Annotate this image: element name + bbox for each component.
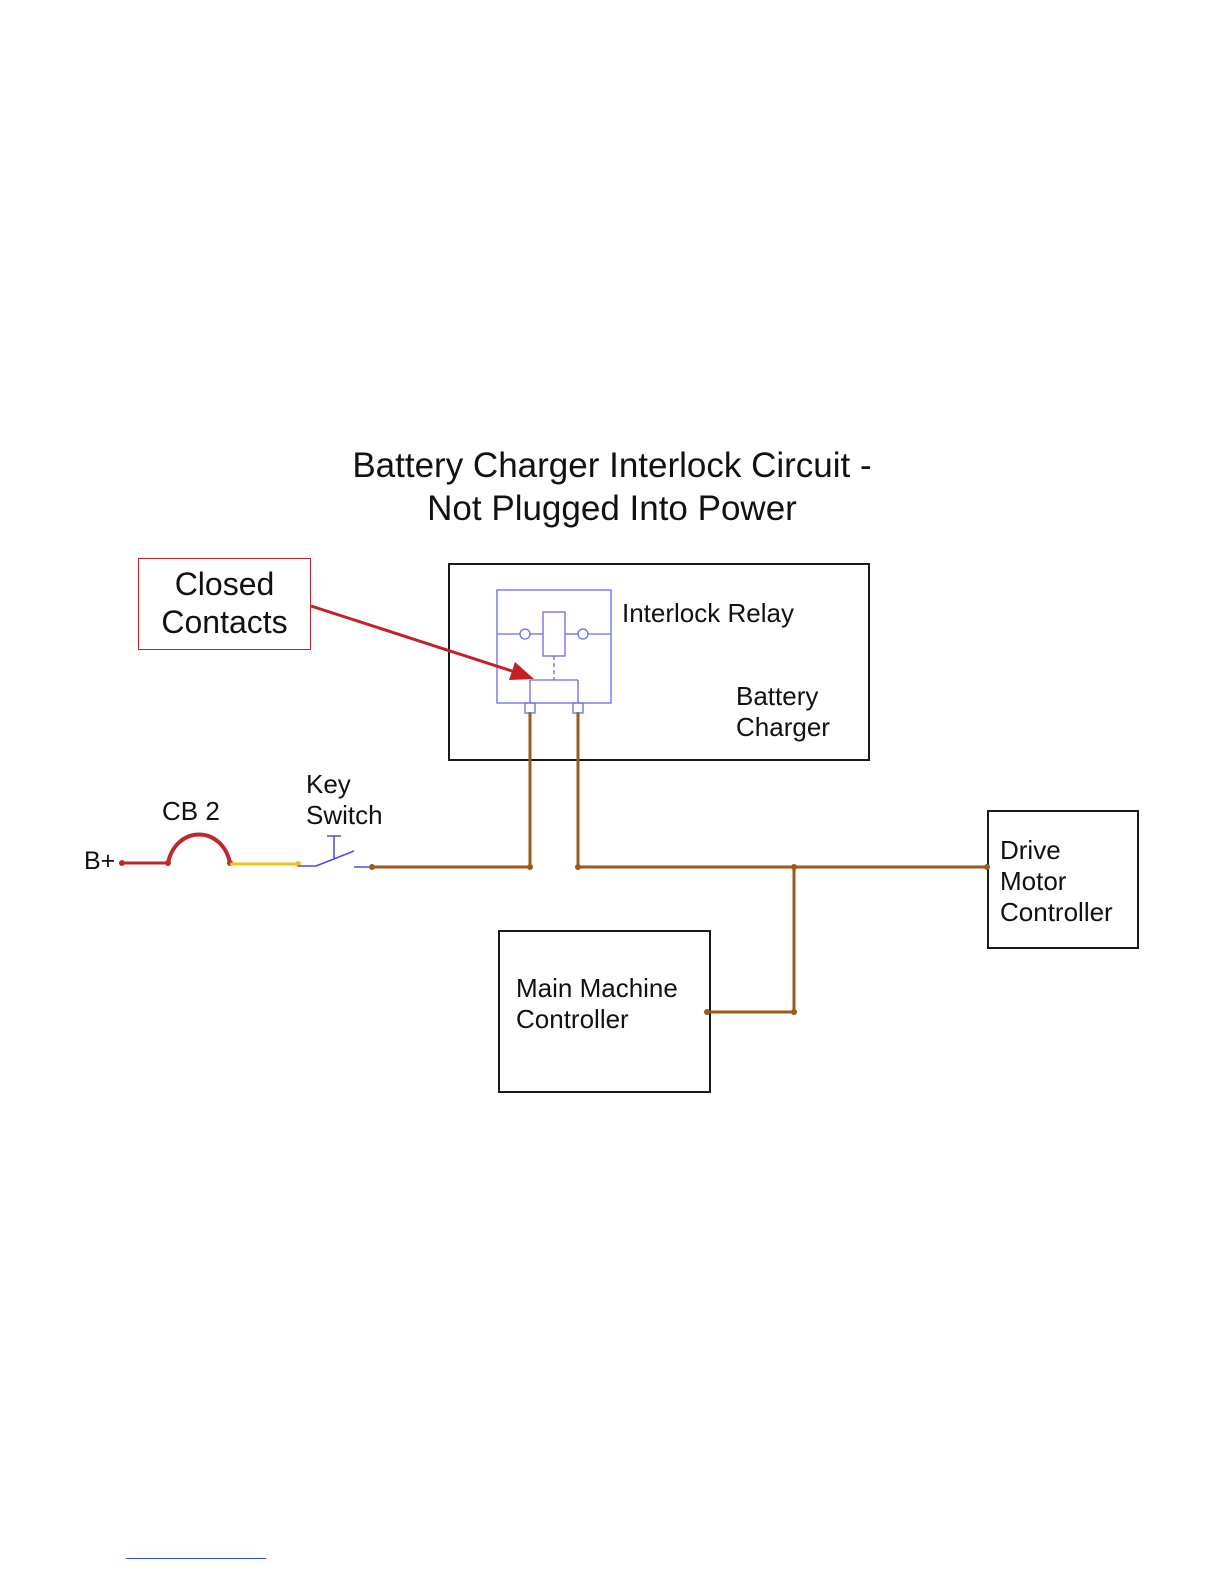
- battery-charger-label-2: Charger: [736, 712, 830, 743]
- main-machine-controller-label: Main Machine Controller: [516, 973, 678, 1035]
- key-switch-label-2: Switch: [306, 800, 383, 831]
- drive-label-1: Drive: [1000, 835, 1113, 866]
- key-switch-label-1: Key: [306, 769, 383, 800]
- drive-label-2: Motor: [1000, 866, 1113, 897]
- switched-wire: [372, 712, 987, 1012]
- key-switch-label: Key Switch: [306, 769, 383, 831]
- fused-wire: [230, 861, 301, 867]
- interlock-relay-label: Interlock Relay: [622, 598, 794, 629]
- battery-charger-label-1: Battery: [736, 681, 830, 712]
- callout-arrow: [311, 606, 534, 680]
- drive-label-3: Controller: [1000, 897, 1113, 928]
- battery-wire: [119, 835, 233, 867]
- key-switch-symbol: [298, 836, 372, 867]
- main-label-1: Main Machine: [516, 973, 678, 1004]
- battery-charger-label: Battery Charger: [736, 681, 830, 743]
- interlock-relay-symbol: [497, 590, 611, 713]
- bplus-label: B+: [84, 846, 115, 877]
- drive-motor-controller-label: Drive Motor Controller: [1000, 835, 1113, 928]
- main-label-2: Controller: [516, 1004, 678, 1035]
- cb2-label: CB 2: [162, 796, 220, 827]
- footer-rule: [126, 1558, 266, 1559]
- wire-junctions: [369, 864, 990, 1015]
